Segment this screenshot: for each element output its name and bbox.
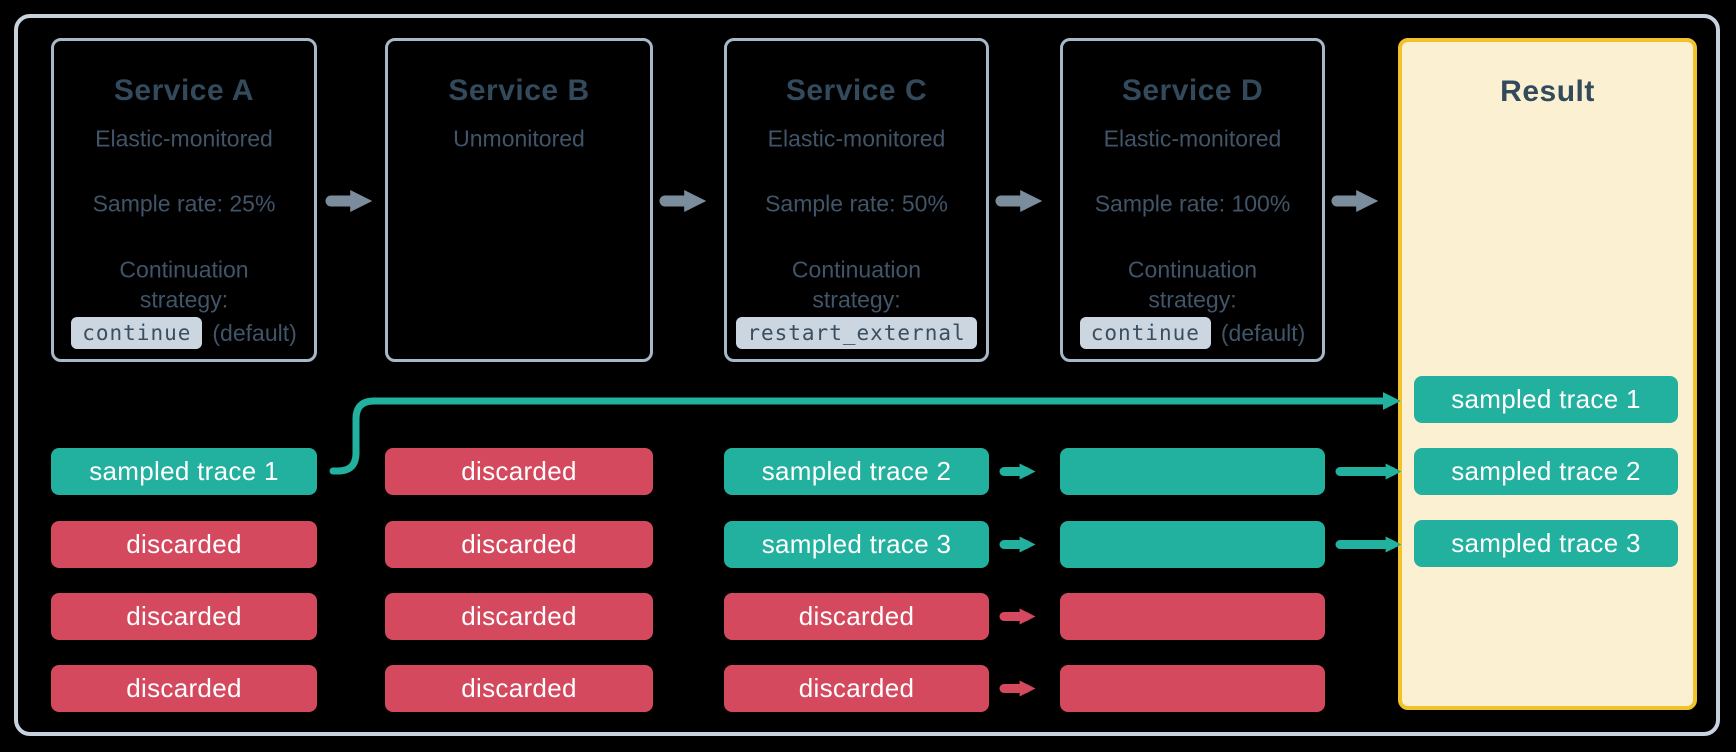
service-a-strategy-code: continue [71, 317, 203, 349]
trace-pill-a3: discarded [51, 593, 317, 640]
trace-pill-a1: sampled trace 1 [51, 448, 317, 495]
result-title: Result [1500, 75, 1595, 108]
service-d-continuation-line2: strategy: [1148, 286, 1237, 313]
trace-pill-d4 [1060, 665, 1325, 712]
service-a-subtitle: Elastic-monitored [95, 125, 273, 152]
service-a-continuation-line2: strategy: [139, 286, 229, 313]
trace-pill-b1: discarded [385, 448, 653, 495]
service-d-box: Service D Elastic-monitored Sample rate:… [1060, 38, 1325, 362]
service-b-box: Service B Unmonitored [385, 38, 653, 362]
trace-pill-c1: sampled trace 2 [724, 448, 989, 495]
trace-pill-b2: discarded [385, 521, 653, 568]
trace-pill-c3: discarded [724, 593, 989, 640]
service-c-box: Service C Elastic-monitored Sample rate:… [724, 38, 989, 362]
service-a-title: Service A [113, 74, 255, 107]
service-a-box: Service A Elastic-monitored Sample rate:… [51, 38, 317, 362]
service-d-title: Service D [1121, 74, 1264, 107]
result-pill-3: sampled trace 3 [1414, 520, 1678, 567]
service-d-continuation-line1: Continuation [1127, 256, 1258, 283]
trace-pill-c2: sampled trace 3 [724, 521, 989, 568]
service-c-sample-rate: Sample rate: 50% [765, 190, 948, 217]
service-c-continuation-line2: strategy: [812, 286, 901, 313]
service-d-sample-rate: Sample rate: 100% [1094, 190, 1291, 217]
service-a-continuation-line1: Continuation [119, 256, 249, 283]
result-pill-1: sampled trace 1 [1414, 376, 1678, 423]
trace-pill-b3: discarded [385, 593, 653, 640]
service-d-subtitle: Elastic-monitored [1103, 125, 1282, 152]
service-a-strategy-row: continue (default) [54, 317, 314, 349]
service-c-subtitle: Elastic-monitored [767, 125, 946, 152]
service-c-continuation-line1: Continuation [791, 256, 922, 283]
trace-pill-d3 [1060, 593, 1325, 640]
service-d-strategy-row: continue (default) [1063, 317, 1322, 349]
diagram-outer-frame [14, 14, 1720, 736]
service-c-strategy-code: restart_external [736, 317, 977, 349]
trace-pill-d1 [1060, 448, 1325, 495]
service-b-title: Service B [448, 74, 590, 107]
trace-pill-a4: discarded [51, 665, 317, 712]
trace-pill-b4: discarded [385, 665, 653, 712]
service-d-strategy-suffix: (default) [1220, 319, 1306, 346]
service-a-strategy-suffix: (default) [212, 319, 297, 346]
trace-pill-d2 [1060, 521, 1325, 568]
service-c-strategy-row: restart_external [727, 317, 986, 349]
trace-pill-c4: discarded [724, 665, 989, 712]
service-d-strategy-code: continue [1079, 317, 1211, 349]
service-c-title: Service C [785, 74, 928, 107]
trace-pill-a2: discarded [51, 521, 317, 568]
result-box: Result [1398, 38, 1697, 710]
result-pill-2: sampled trace 2 [1414, 448, 1678, 495]
service-a-sample-rate: Sample rate: 25% [92, 190, 276, 217]
service-b-subtitle: Unmonitored [453, 125, 585, 152]
